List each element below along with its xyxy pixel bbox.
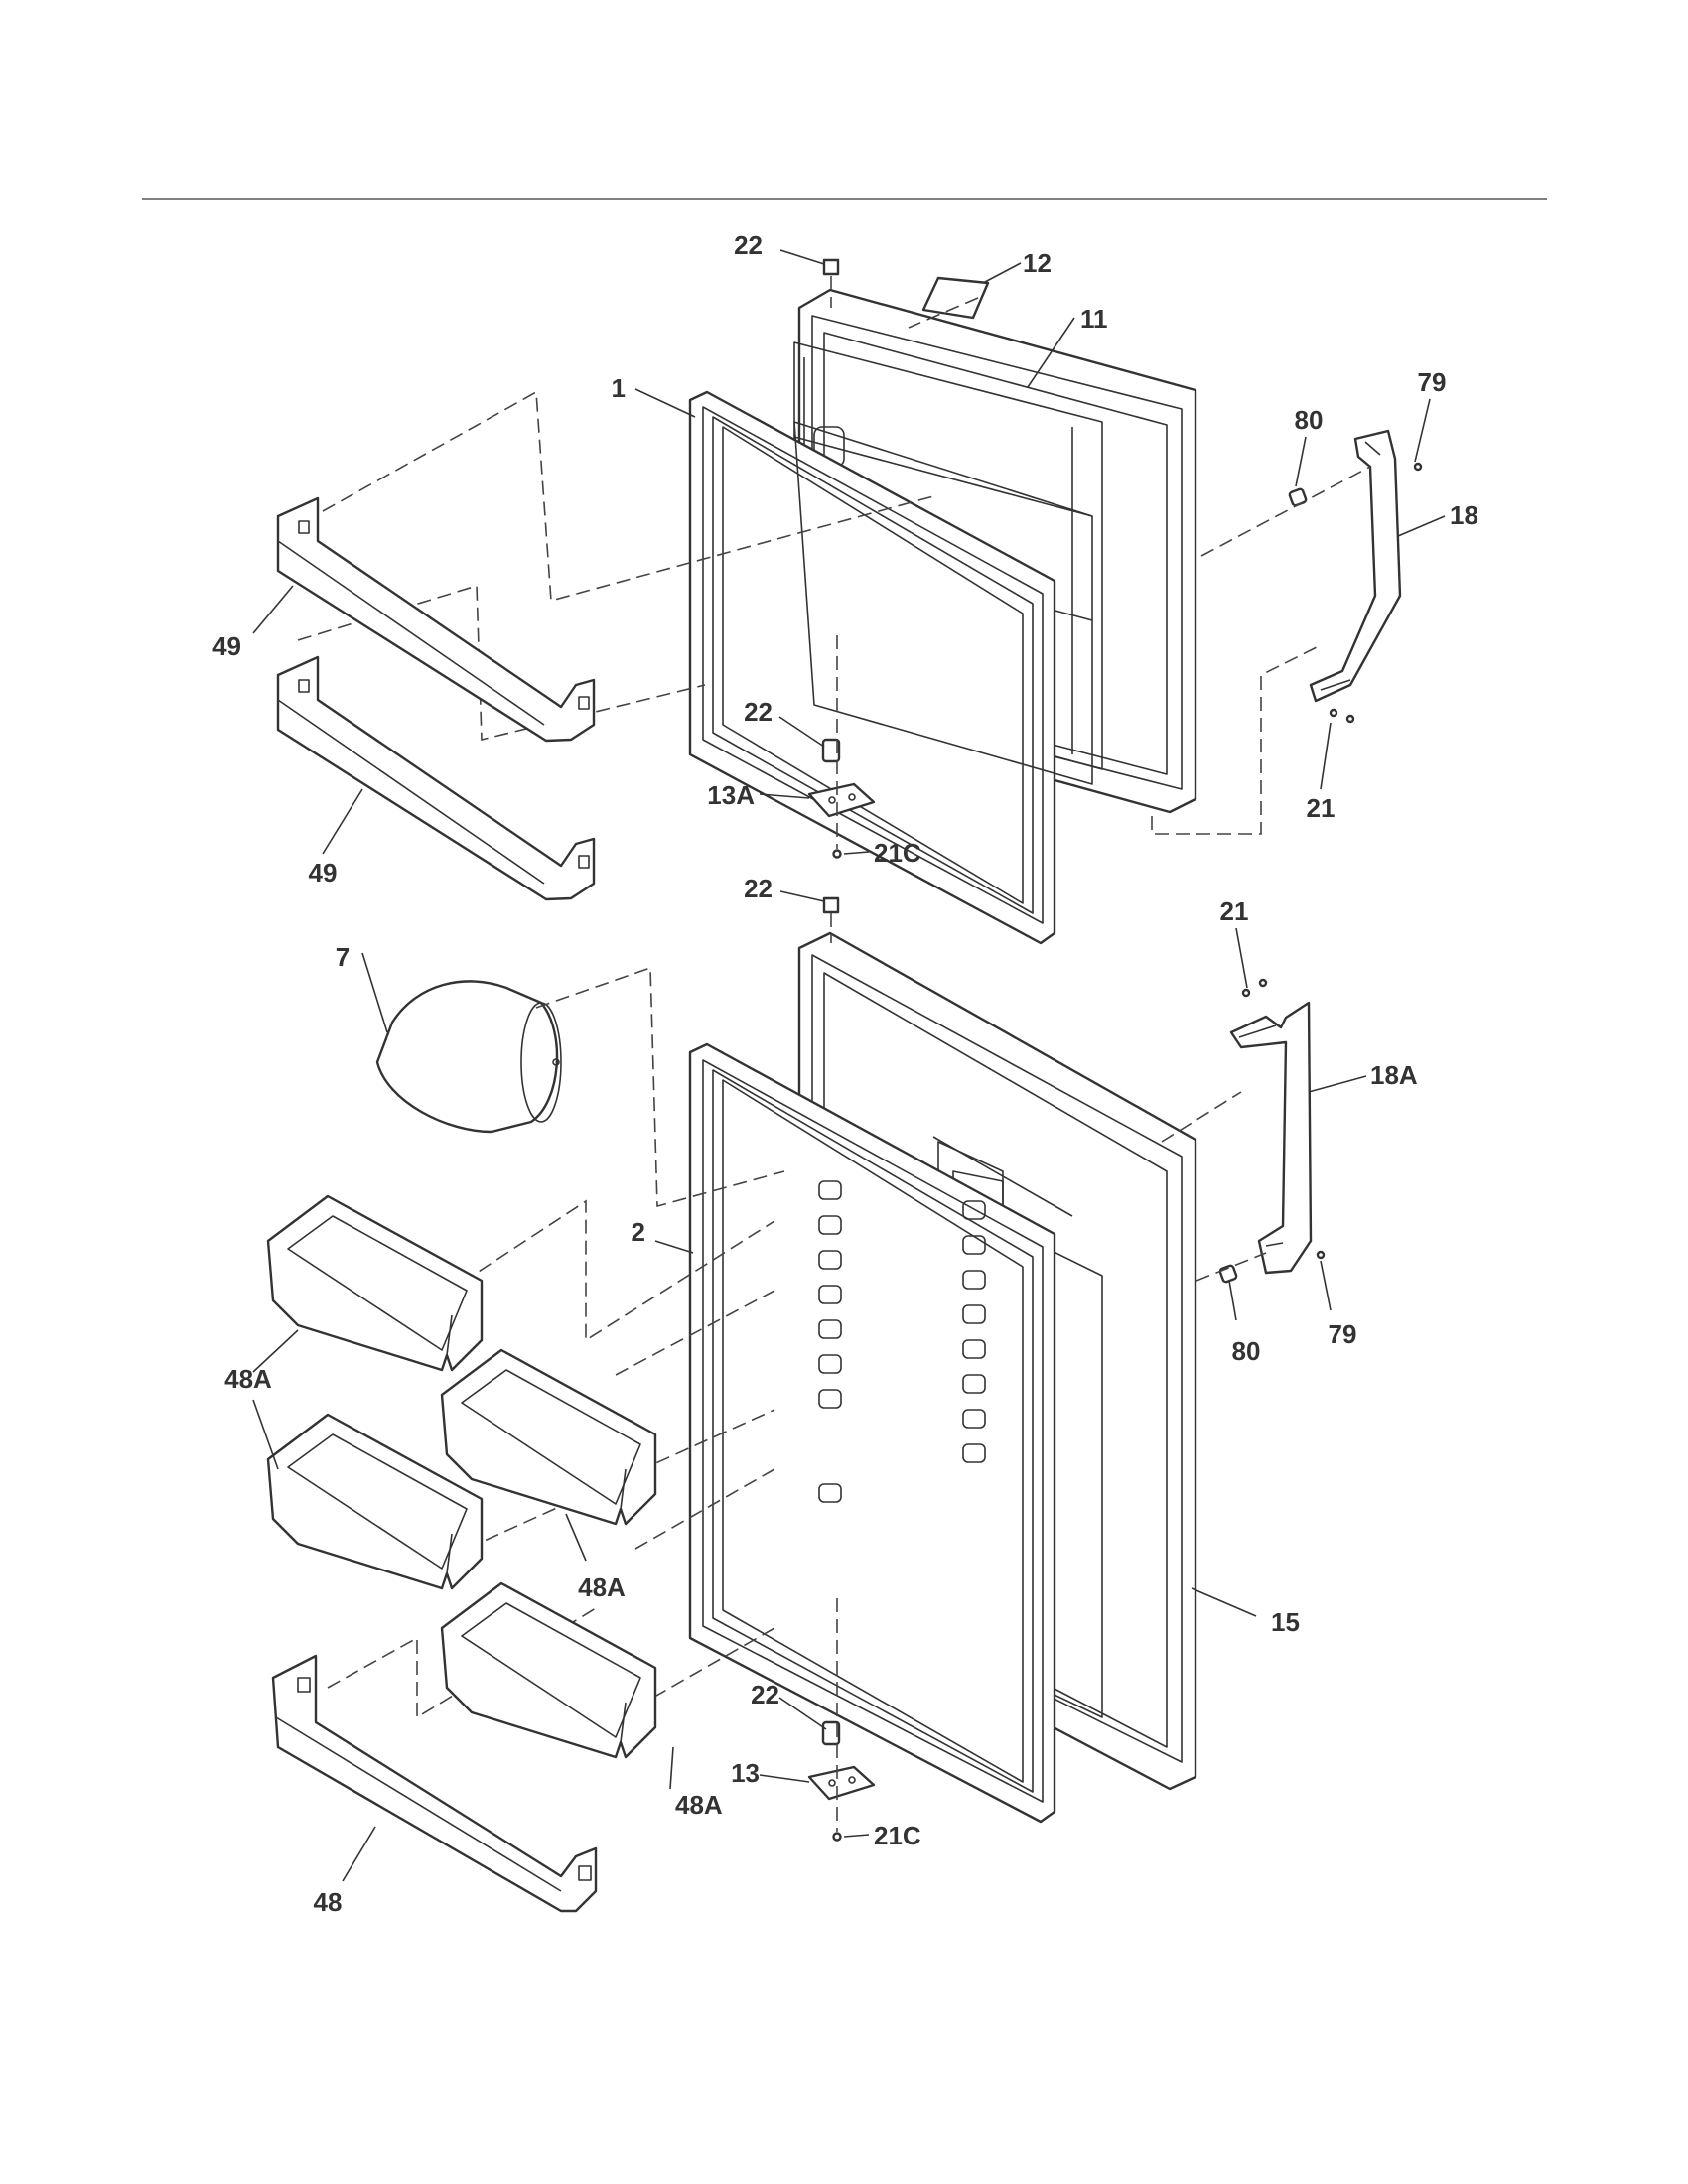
callout-48a-right: 48A: [675, 1790, 723, 1820]
callout-11: 11: [1080, 304, 1108, 334]
callout-49-upper: 49: [212, 631, 241, 661]
handle-18: [1309, 429, 1423, 724]
label-12: [921, 276, 990, 320]
fresh-dashes-left: [327, 966, 785, 1719]
screw-21c-freezer: [832, 635, 842, 859]
callout-48a-middle: 48A: [578, 1572, 626, 1602]
callout-leaders: [252, 249, 1446, 1882]
callout-7: 7: [336, 942, 350, 972]
callout-79-freezer: 79: [1418, 367, 1447, 397]
callout-48: 48: [314, 1887, 343, 1917]
callout-49-lower: 49: [309, 858, 338, 887]
callout-22-fresh-top: 22: [744, 874, 773, 903]
fresh-food-gasket-2: [688, 1042, 1056, 1824]
callout-13a: 13A: [707, 780, 755, 810]
screw-22-bottom-fresh: [821, 1720, 841, 1746]
callout-12: 12: [1023, 248, 1052, 278]
screw-22-bottom-freezer: [821, 738, 841, 763]
callout-21c-freezer: 21C: [874, 838, 921, 868]
hinge-13a: [807, 782, 876, 818]
handle-18a: [1229, 978, 1326, 1275]
bin-48a-2: [440, 1348, 657, 1526]
screw-22-top-fresh: [822, 896, 840, 943]
callout-21-freezer: 21: [1307, 793, 1336, 823]
callout-21c-fresh: 21C: [874, 1821, 921, 1850]
shelf-48: [271, 1654, 598, 1913]
hinge-13: [807, 1765, 876, 1801]
screw-21c-fresh: [832, 1598, 842, 1842]
callout-79-fresh: 79: [1329, 1319, 1357, 1349]
callout-22-fresh-bottom: 22: [751, 1680, 779, 1709]
callout-18a: 18A: [1370, 1060, 1418, 1090]
callout-80-freezer: 80: [1295, 405, 1324, 435]
bin-48a-4: [440, 1581, 657, 1759]
callout-21-fresh: 21: [1220, 896, 1249, 926]
shelf-49-lower: [276, 655, 596, 901]
freezer-gasket-1: [688, 390, 1093, 945]
callout-15: 15: [1271, 1607, 1300, 1637]
callout-80-fresh: 80: [1232, 1336, 1261, 1366]
callout-22-freezer-top: 22: [734, 230, 763, 260]
callout-13: 13: [731, 1758, 760, 1788]
callout-48a-left: 48A: [224, 1364, 272, 1394]
bin-48a-1: [266, 1194, 484, 1372]
shelf-49-upper: [276, 496, 596, 743]
canister-7: [375, 980, 562, 1134]
plug-80-freezer: [1288, 487, 1308, 507]
bin-48a-3: [266, 1413, 484, 1590]
callout-1: 1: [612, 373, 626, 403]
callout-22-freezer-bottom: 22: [744, 697, 773, 727]
fresh-dashes-right: [1161, 1091, 1267, 1282]
callout-18: 18: [1450, 500, 1478, 530]
screw-22-top-freezer: [822, 258, 840, 308]
callout-2: 2: [632, 1217, 645, 1247]
